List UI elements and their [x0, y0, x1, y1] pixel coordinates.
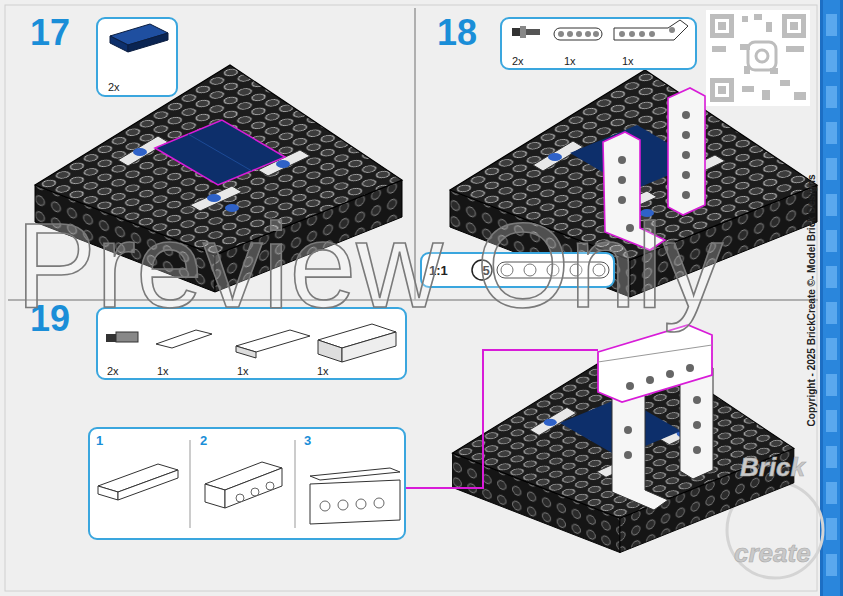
part-count: 1x — [157, 365, 169, 377]
substep-number: 1 — [96, 433, 103, 448]
parts-callout: 2x 1x 1x 1x — [96, 307, 407, 380]
substep-number: 2 — [200, 433, 207, 448]
parts-callout: 1:1 5 — [420, 252, 615, 288]
part-count: 2x — [107, 365, 119, 377]
part-count: 5 — [476, 263, 496, 278]
parts-callout: 2x 1x 1x — [500, 17, 697, 70]
part-count: 2x — [512, 55, 524, 67]
part-count: 1x — [317, 365, 329, 377]
step-number: 17 — [30, 12, 70, 54]
logo-watermark: create — [734, 538, 811, 569]
part-count: 1:1 — [429, 263, 448, 278]
substep-number: 3 — [304, 433, 311, 448]
logo-watermark: Brick — [740, 452, 805, 483]
step-number: 18 — [437, 12, 477, 54]
parts-callout: 1 2 3 — [88, 427, 406, 540]
step-number: 19 — [30, 298, 70, 340]
copyright-note: Copyright - 2025 BrickCreate ©- Model Br… — [806, 174, 817, 426]
part-count: 1x — [564, 55, 576, 67]
part-count: 2x — [108, 81, 120, 93]
parts-callout: 2x — [96, 17, 178, 97]
part-count: 1x — [622, 55, 634, 67]
part-count: 1x — [237, 365, 249, 377]
